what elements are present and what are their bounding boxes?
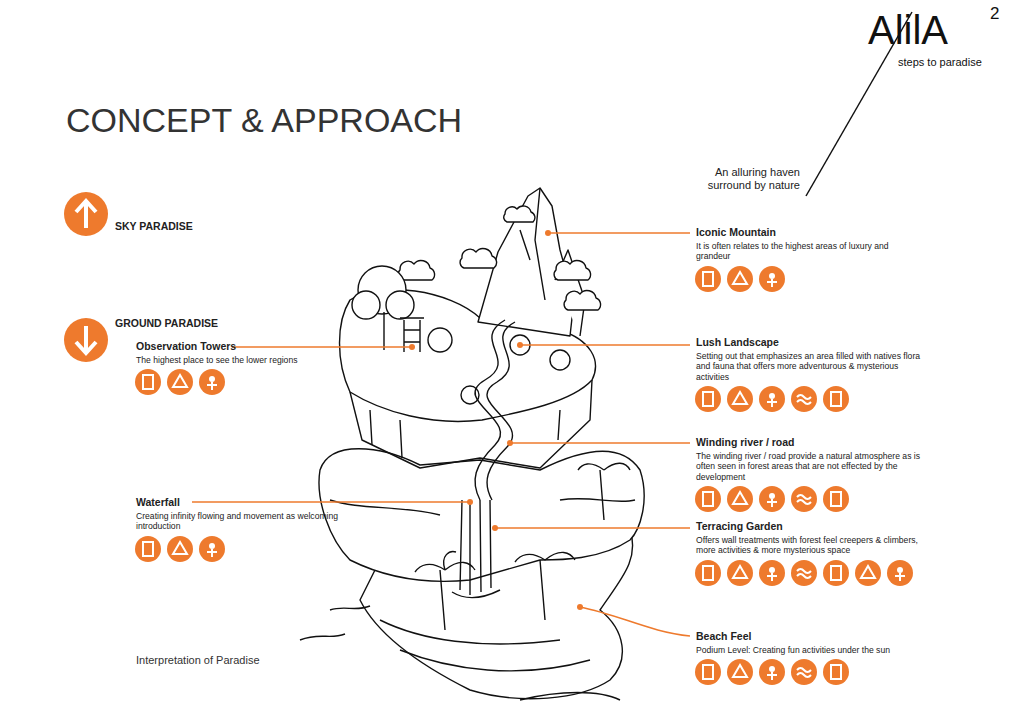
- callout-heading: Beach Feel: [696, 630, 751, 643]
- logo-word: AlilA: [868, 6, 948, 54]
- callout-text: Offers wall treatments with forest feel …: [696, 535, 931, 556]
- island-drawing: [300, 188, 644, 700]
- logo-tagline: steps to paradise: [898, 56, 982, 69]
- callout-heading: Iconic Mountain: [696, 226, 776, 239]
- callout-text: Podium Level: Creating fun activities un…: [696, 645, 931, 655]
- callout-heading: Observation Towers: [136, 340, 236, 353]
- callout-heading: Terracing Garden: [696, 520, 783, 533]
- sky-arrow: [64, 192, 108, 236]
- level-heading: GROUND PARADISE: [115, 317, 218, 330]
- callout-text: Creating infinity flowing and movement a…: [136, 511, 346, 532]
- logo-sup: 2: [990, 4, 999, 24]
- callout-text: Setting out that emphasizes an area fill…: [696, 351, 931, 382]
- callout-text: The winding river / road provide a natur…: [696, 451, 931, 482]
- level-heading: SKY PARADISE: [115, 220, 193, 233]
- callout-text: It is often relates to the highest areas…: [696, 241, 896, 262]
- callout-heading: Lush Landscape: [696, 336, 779, 349]
- leader-lines: [192, 233, 690, 636]
- tagline: An alluring haven surround by nature: [690, 166, 800, 192]
- activity-icons: [135, 266, 913, 685]
- callout-text: The highest place to see the lower regio…: [136, 355, 336, 365]
- callout-heading: Winding river / road: [696, 436, 795, 449]
- callout-heading: Waterfall: [136, 496, 180, 509]
- page-title: CONCEPT & APPROACH: [66, 100, 462, 141]
- ground-arrow: [64, 318, 108, 362]
- caption: Interpretation of Paradise: [136, 654, 260, 667]
